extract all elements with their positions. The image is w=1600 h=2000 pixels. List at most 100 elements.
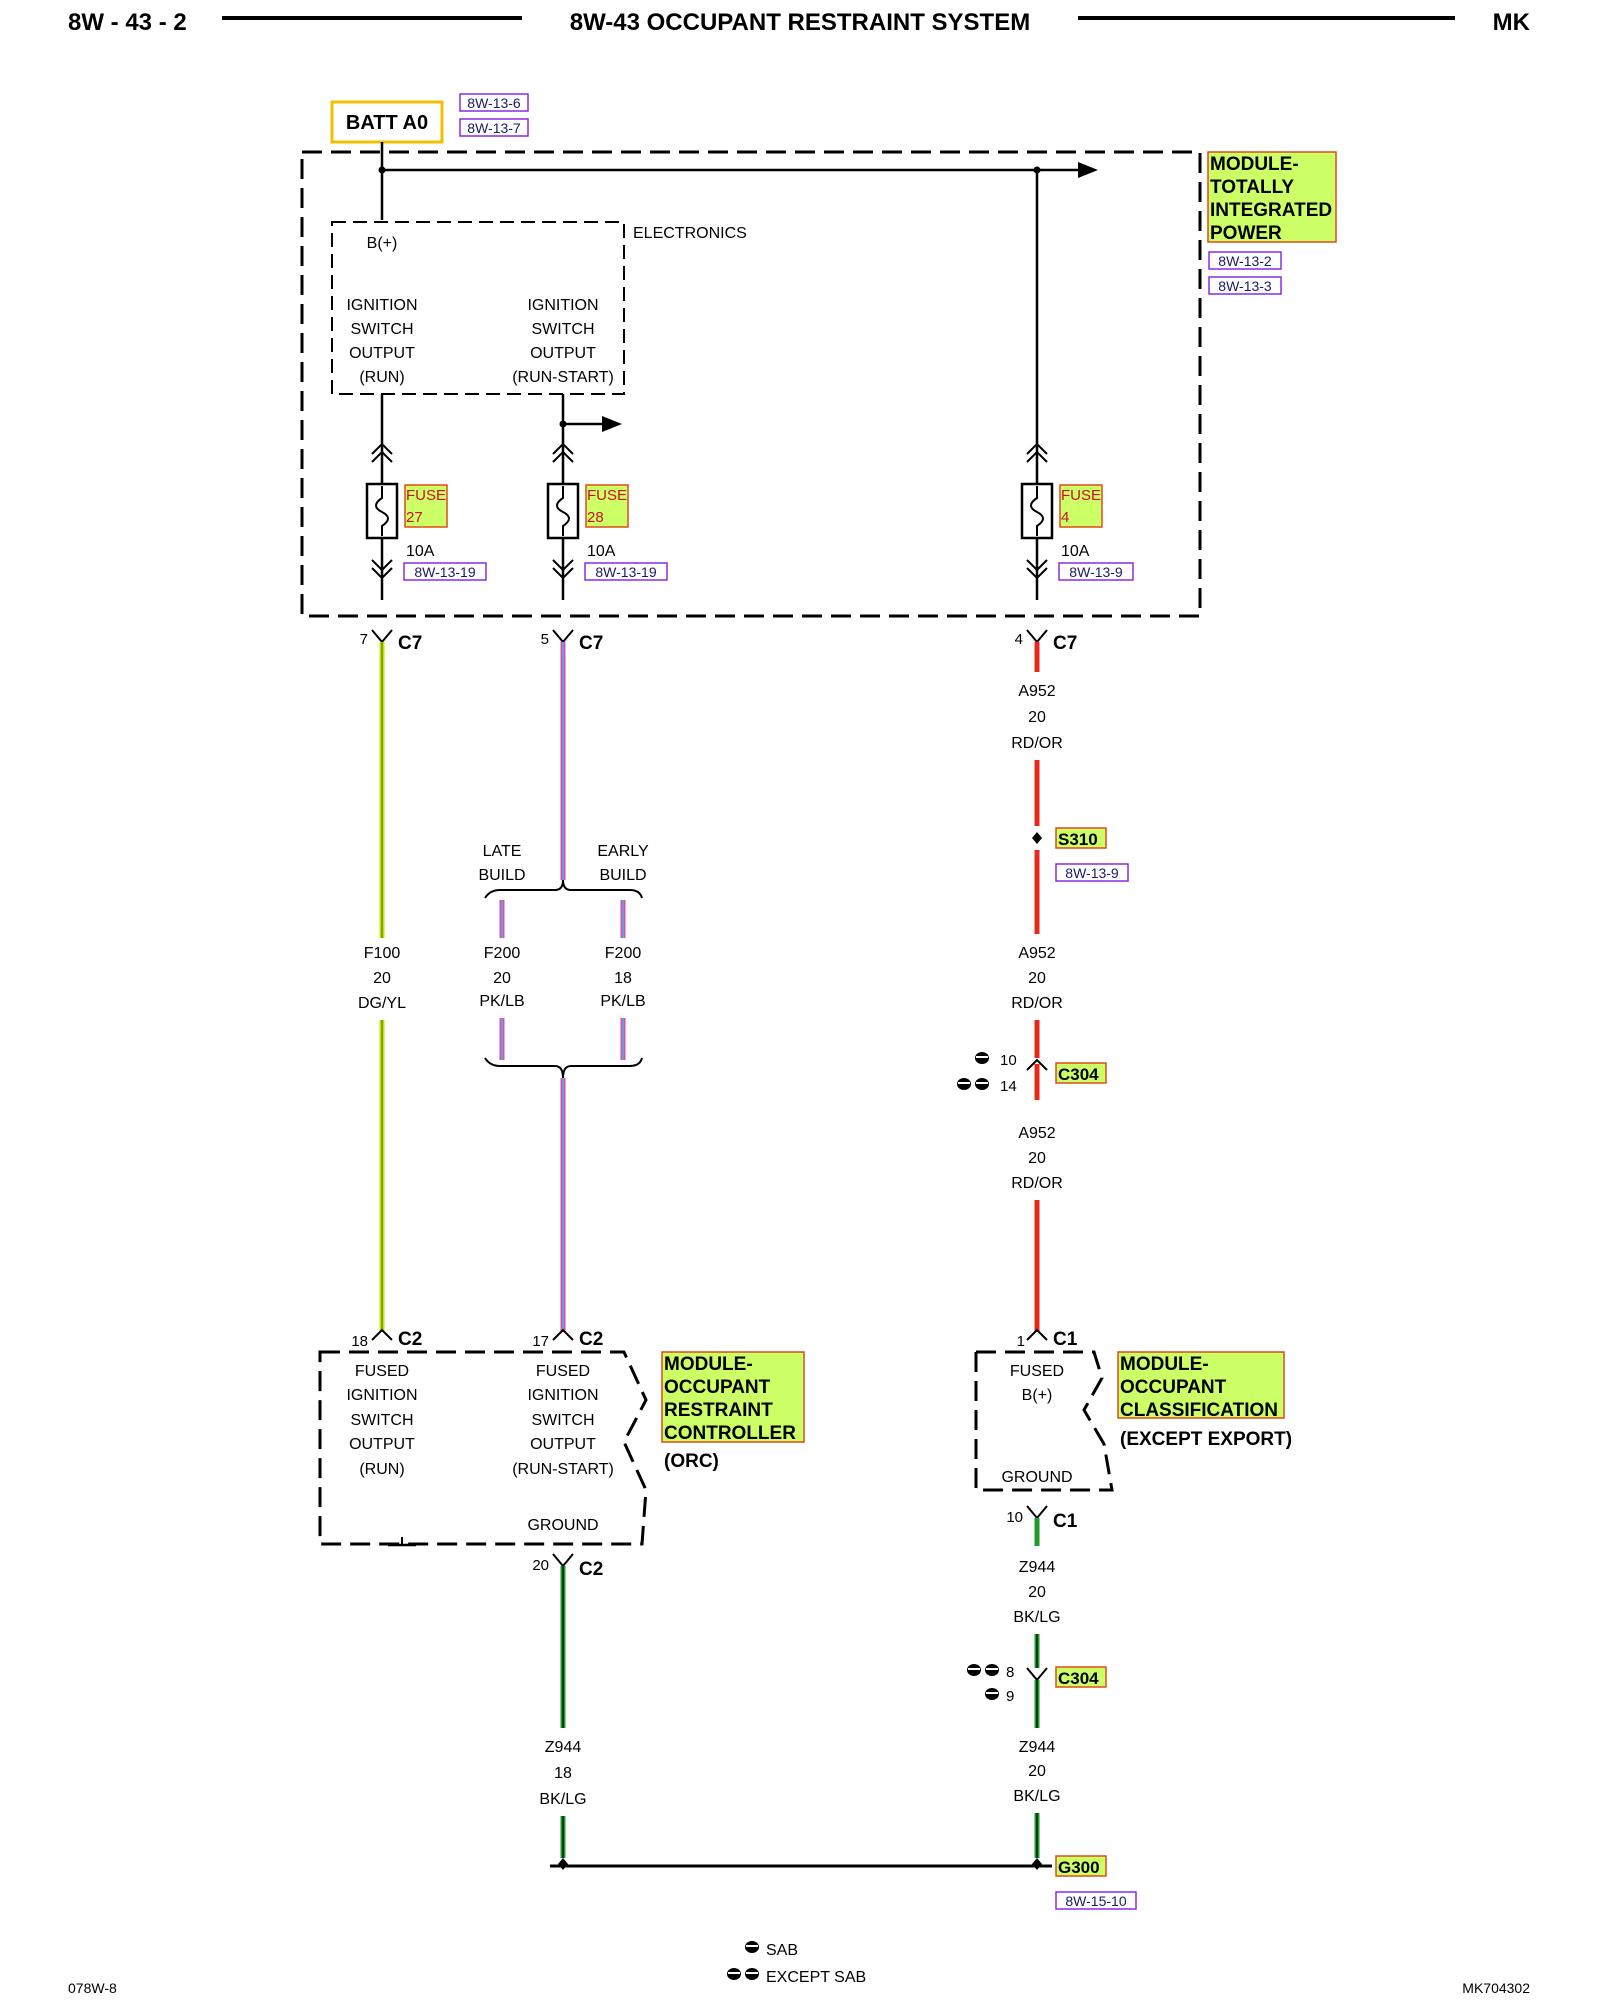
fuse4-ref-box <box>1058 562 1134 581</box>
fuse28-top-terminal <box>552 442 574 463</box>
fuse28-label: FUSE <box>587 487 627 504</box>
a952-1-color: RD/OR <box>1011 735 1063 752</box>
runstart-output-line-3: OUTPUT <box>530 345 596 362</box>
orc-name-line-2: OCCUPANT <box>664 1377 771 1398</box>
early-build-line-2: BUILD <box>599 867 646 884</box>
orc-c2-label-middle: C2 <box>579 1329 603 1350</box>
bus-node-left <box>378 166 386 174</box>
s310-ref[interactable]: 8W-13-9 <box>1065 865 1119 881</box>
fuse-27: FUSE 27 10A 8W-13-19 <box>365 442 487 600</box>
a952-3-circuit: A952 <box>1018 1125 1055 1142</box>
z944-occ2-circuit: Z944 <box>1019 1739 1056 1756</box>
footer-right-code: MK704302 <box>1462 1980 1530 1996</box>
c304-upper-except-sab-icon <box>957 1078 989 1090</box>
early-build-line-1: EARLY <box>597 843 649 860</box>
orc-runstart-line-2: IGNITION <box>527 1387 598 1404</box>
wire-f200: LATE BUILD EARLY BUILD F200 20 PK/LB F20… <box>478 642 649 1332</box>
c7-connector: 7 C7 5 C7 4 C7 <box>360 629 1077 654</box>
tipm-ref-1[interactable]: 8W-13-2 <box>1218 253 1272 269</box>
wire-f100: F100 20 DG/YL <box>358 642 406 1332</box>
orc-run-line-1: FUSED <box>355 1363 409 1380</box>
z944-occ2-color: BK/LG <box>1013 1788 1060 1805</box>
occ-name-line-1: MODULE- <box>1120 1354 1209 1375</box>
c304-lower-sab-icon <box>985 1688 999 1700</box>
z944-occ1-circuit: Z944 <box>1019 1559 1056 1576</box>
z944-occ2-gauge: 20 <box>1028 1763 1046 1780</box>
tipm-name-highlight <box>1207 151 1337 243</box>
g300-ref[interactable]: 8W-15-10 <box>1065 1893 1126 1909</box>
orc-run-line-3: SWITCH <box>350 1412 413 1429</box>
c304-upper-pin-sab: 10 <box>1000 1052 1017 1069</box>
occ-ground-label: GROUND <box>1001 1469 1072 1486</box>
occ-c1-label-top: C1 <box>1053 1329 1078 1350</box>
orc-pin-17: 17 <box>532 1333 549 1350</box>
runstart-output-line-1: IGNITION <box>527 297 598 314</box>
orc-runstart-line-5: (RUN-START) <box>512 1461 614 1478</box>
z944-orc-gauge: 18 <box>554 1765 572 1782</box>
fuse28-ref[interactable]: 8W-13-19 <box>595 564 656 580</box>
a952-2-color: RD/OR <box>1011 995 1063 1012</box>
fuse4-number: 4 <box>1061 509 1069 526</box>
a952-3-gauge: 20 <box>1028 1150 1046 1167</box>
tipm-boundary <box>300 150 1202 618</box>
tipm-ref-box-1 <box>1208 251 1282 270</box>
fuse4-label: FUSE <box>1061 487 1101 504</box>
fuse4-element <box>1030 486 1044 536</box>
c7-pin5-terminal <box>552 629 574 644</box>
c304-upper-pin-except-sab: 14 <box>1000 1078 1017 1095</box>
orc-ground-label: GROUND <box>527 1517 598 1534</box>
orc-runstart-line-3: SWITCH <box>531 1412 594 1429</box>
power-source-batt-a0: BATT A0 8W-13-6 8W-13-7 <box>330 93 529 144</box>
f100-circuit: F100 <box>364 945 401 962</box>
g300-label: G300 <box>1058 1858 1100 1877</box>
wire-a952: A952 20 RD/OR S310 8W-13-9 A952 20 RD/OR… <box>957 642 1129 1332</box>
z944-occ1-color: BK/LG <box>1013 1609 1060 1626</box>
fuse28-rating: 10A <box>587 543 616 560</box>
late-build-line-1: LATE <box>483 843 522 860</box>
runstart-output-line-4: (RUN-START) <box>512 369 614 386</box>
occ-pin10-terminal <box>1026 1505 1048 1520</box>
c7-pin7-terminal <box>371 629 393 644</box>
electronics-box <box>331 221 625 395</box>
orc-run-line-2: IGNITION <box>346 1387 417 1404</box>
fuse27-element <box>375 486 389 536</box>
a952-1-circuit: A952 <box>1018 683 1055 700</box>
f100-gauge: 20 <box>373 970 391 987</box>
occ-qualifier: (EXCEPT EXPORT) <box>1120 1429 1292 1450</box>
occ-pin-1: 1 <box>1017 1333 1025 1350</box>
orc-c2-label-left: C2 <box>398 1329 422 1350</box>
build-option-brace-top <box>484 879 643 899</box>
model-code: MK <box>1493 9 1531 36</box>
c304-upper-sab-icon <box>975 1052 989 1064</box>
wire-z944-occ: Z944 20 BK/LG C304 8 9 Z944 20 BK/LG <box>967 1518 1107 1858</box>
fuse27-rating: 10A <box>406 543 435 560</box>
fuse27-ref[interactable]: 8W-13-19 <box>414 564 475 580</box>
page-header: 8W - 43 - 2 8W-43 OCCUPANT RESTRAINT SYS… <box>68 9 1531 36</box>
c304-upper-terminal <box>1026 1058 1048 1071</box>
ground-node-left <box>558 1858 568 1870</box>
orc-runstart-line-1: FUSED <box>536 1363 590 1380</box>
run-output-line-2: SWITCH <box>350 321 413 338</box>
fuse4-rating: 10A <box>1061 543 1090 560</box>
s310-highlight <box>1055 827 1107 849</box>
z944-orc-color: BK/LG <box>539 1791 586 1808</box>
orc-pin17-terminal <box>552 1328 574 1341</box>
tipm-ref-2[interactable]: 8W-13-3 <box>1218 278 1272 294</box>
f200-late-gauge: 20 <box>493 970 511 987</box>
orc-runstart-line-4: OUTPUT <box>530 1436 596 1453</box>
batt-ref-2[interactable]: 8W-13-7 <box>467 120 521 136</box>
batt-ref-1[interactable]: 8W-13-6 <box>467 95 521 111</box>
orc-name-highlight <box>661 1351 805 1443</box>
c7-pin-7: 7 <box>360 631 368 648</box>
fuse28-element <box>556 486 570 536</box>
orc-pin-20: 20 <box>532 1557 549 1574</box>
occ-pin-10: 10 <box>1006 1509 1023 1526</box>
s310-label: S310 <box>1058 830 1098 849</box>
c304-lower-except-sab-icon <box>967 1664 999 1676</box>
fuse4-ref[interactable]: 8W-13-9 <box>1069 564 1123 580</box>
legend-sab-icon <box>745 1941 759 1953</box>
tipm-name-line-4: POWER <box>1210 223 1282 244</box>
legend-except-sab-icon <box>727 1968 759 1980</box>
tipm-name-line-2: TOTALLY <box>1210 177 1294 198</box>
